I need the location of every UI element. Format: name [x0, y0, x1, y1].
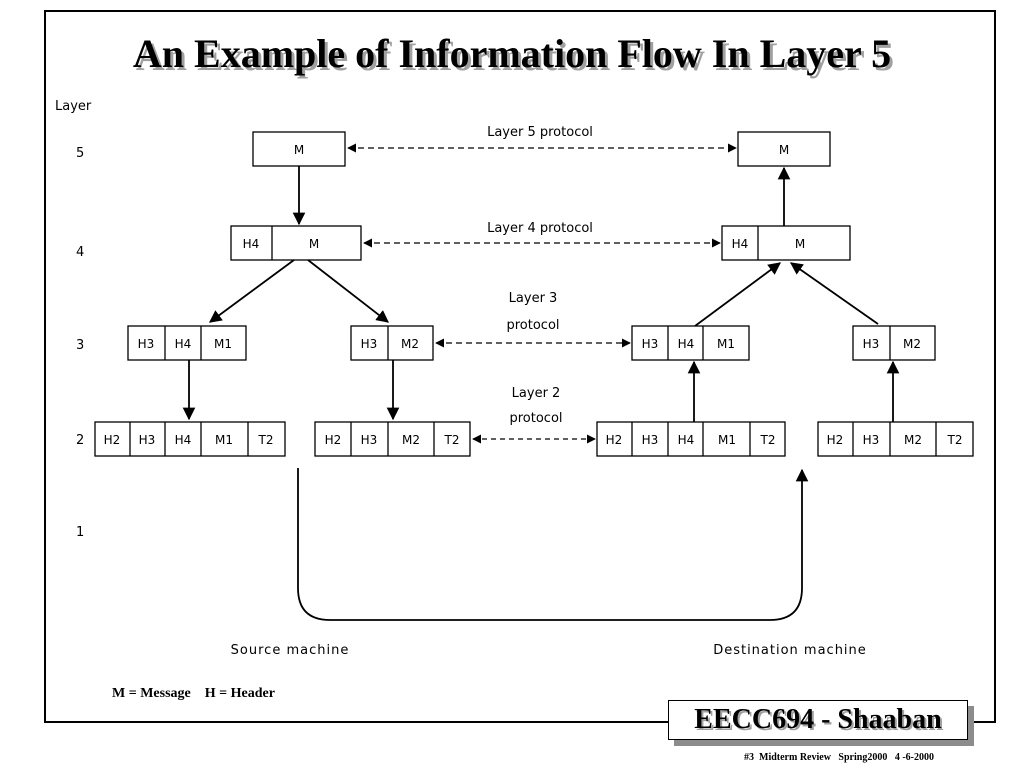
- cell-M: M: [779, 143, 789, 157]
- cell-H4: H4: [678, 433, 695, 447]
- source-flow-arrows: [182, 166, 400, 421]
- legend: M = Message H = Header: [112, 686, 275, 701]
- cell-M: M: [795, 237, 805, 251]
- layer-axis-label: Layer: [55, 99, 92, 114]
- layer2-protocol: Layer 2 protocol: [472, 386, 596, 444]
- src-l2-frame-2: H2 H3 M2 T2: [314, 421, 471, 457]
- cell-H3: H3: [642, 433, 659, 447]
- src-l3-packet-1: H3 H4 M1: [127, 325, 247, 361]
- src-l2-frame-1: H2 H3 H4 M1 T2: [94, 421, 286, 457]
- layer-number-1: 1: [76, 525, 84, 540]
- layer2-protocol-label-line1: Layer 2: [512, 386, 561, 401]
- src-l3-packet-2: H3 M2: [350, 325, 434, 361]
- cell-H3: H3: [863, 337, 880, 351]
- cell-H3: H3: [863, 433, 880, 447]
- cell-H4: H4: [678, 337, 695, 351]
- destination-machine-label: Destination machine: [713, 643, 867, 658]
- cell-H4: H4: [175, 337, 192, 351]
- cell-H3: H3: [139, 433, 156, 447]
- cell-T2: T2: [760, 433, 776, 447]
- cell-H2: H2: [827, 433, 844, 447]
- cell-H2: H2: [606, 433, 623, 447]
- layer4-protocol-label: Layer 4 protocol: [487, 221, 593, 236]
- destination-flow-arrows: [687, 166, 900, 422]
- slide-frame: [44, 10, 996, 723]
- cell-H2: H2: [104, 433, 121, 447]
- dst-l3-packet-2: H3 M2: [852, 325, 936, 361]
- cell-H3: H3: [642, 337, 659, 351]
- source-machine-label: Source machine: [231, 643, 350, 658]
- cell-H3: H3: [361, 433, 378, 447]
- layer-number-5: 5: [76, 146, 84, 161]
- dst-l2-frame-1: H2 H3 H4 M1 T2: [596, 421, 786, 457]
- layer-number-3: 3: [76, 338, 84, 353]
- cell-M1: M1: [717, 337, 735, 351]
- layer5-protocol-label: Layer 5 protocol: [487, 125, 593, 140]
- cell-H2: H2: [325, 433, 342, 447]
- dst-l3-packet-1: H3 H4 M1: [631, 325, 750, 361]
- slide-title: An Example of Information Flow In Layer …: [132, 31, 892, 76]
- dst-l4-packet: H4 M: [721, 225, 851, 261]
- layer4-protocol: Layer 4 protocol: [363, 221, 721, 248]
- cell-M2: M2: [904, 433, 922, 447]
- cell-M2: M2: [903, 337, 921, 351]
- cell-M2: M2: [402, 433, 420, 447]
- layer-number-4: 4: [76, 245, 84, 260]
- cell-M: M: [309, 237, 319, 251]
- cell-M2: M2: [401, 337, 419, 351]
- cell-T2: T2: [258, 433, 274, 447]
- layer2-protocol-label-line2: protocol: [509, 411, 562, 426]
- cell-H3: H3: [361, 337, 378, 351]
- cell-M1: M1: [214, 337, 232, 351]
- src-l4-packet: H4 M: [230, 225, 362, 261]
- cell-H3: H3: [138, 337, 155, 351]
- src-l5-packet: M: [252, 131, 346, 167]
- dst-l5-packet: M: [737, 131, 831, 167]
- layer5-protocol: Layer 5 protocol: [347, 125, 737, 153]
- cell-T2: T2: [444, 433, 460, 447]
- cell-M1: M1: [215, 433, 233, 447]
- layer3-protocol-label-line2: protocol: [506, 318, 559, 333]
- footer-text: #3 Midterm Review Spring2000 4 -6-2000: [744, 752, 934, 763]
- cell-T2: T2: [947, 433, 963, 447]
- cell-H4: H4: [243, 237, 260, 251]
- cell-H4: H4: [175, 433, 192, 447]
- dst-l2-frame-2: H2 H3 M2 T2: [817, 421, 974, 457]
- layer3-protocol-label-line1: Layer 3: [509, 291, 558, 306]
- layer-number-2: 2: [76, 433, 84, 448]
- physical-medium-path: [297, 468, 809, 621]
- layer3-protocol: Layer 3 protocol: [435, 291, 631, 348]
- cell-M1: M1: [718, 433, 736, 447]
- brand-box: EECC694 - Shaaban: [668, 700, 968, 740]
- cell-M: M: [294, 143, 304, 157]
- cell-H4: H4: [732, 237, 749, 251]
